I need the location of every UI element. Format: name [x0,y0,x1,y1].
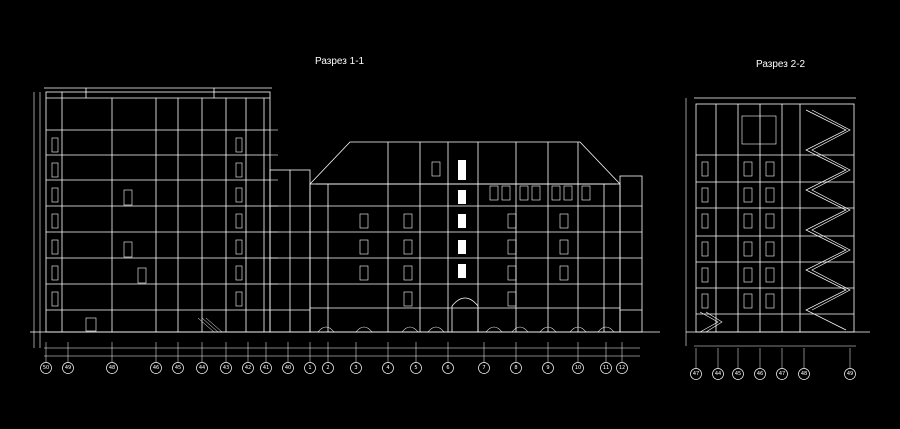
axis-label: 42 [245,365,251,371]
left-building-block [44,87,278,333]
axis-bubble [510,362,522,374]
axis-bubble [40,362,52,374]
axis-label: 2 [326,365,329,371]
axis-label: 4 [386,365,389,371]
axis-label: 11 [603,365,609,371]
axis-bubble [260,362,272,374]
section-1-1 [30,87,660,357]
axis-bubble [572,362,584,374]
axis-bubble [382,362,394,374]
axis-bubble [616,362,628,374]
axis-bubble [196,362,208,374]
axis-bubble [542,362,554,374]
axis-label: 45 [735,371,741,377]
axis-bubble [410,362,422,374]
axis-label: 46 [757,371,763,377]
axis-label: 5 [414,365,417,371]
section-2-2-axis-markers: 47 44 45 46 47 48 49 [690,348,856,380]
axis-bubble [776,368,788,380]
axis-label: 48 [801,371,807,377]
axis-label: 49 [847,371,853,377]
axis-label: 7 [482,365,485,371]
axis-label: 49 [65,365,71,371]
axis-bubble [282,362,294,374]
axis-bubble [798,368,810,380]
axis-label: 47 [693,371,699,377]
axis-bubble [754,368,766,380]
axis-label: 10 [575,365,581,371]
axis-bubble [478,362,490,374]
axis-bubble [322,362,334,374]
axis-bubble [220,362,232,374]
axis-bubble [304,362,316,374]
staircase [805,109,851,331]
axis-label: 45 [175,365,181,371]
axis-label: 40 [285,365,291,371]
axis-label: 6 [446,365,449,371]
axis-bubble [150,362,162,374]
axis-label: 9 [546,365,549,371]
axis-label: 44 [199,365,205,371]
axis-label: 44 [715,371,721,377]
axis-label: 1 [308,365,311,371]
axis-bubble [350,362,362,374]
right-building-block [309,141,643,333]
section-1-1-title: Разрез 1-1 [315,56,365,67]
axis-label: 12 [619,365,625,371]
axis-bubble [242,362,254,374]
axis-bubble [442,362,454,374]
section-2-2-title: Разрез 2-2 [756,59,806,70]
axis-label: 43 [223,365,229,371]
axis-label: 41 [263,365,269,371]
axis-bubble [600,362,612,374]
axis-label: 50 [43,365,49,371]
axis-bubble [844,368,856,380]
axis-bubble [712,368,724,380]
axis-bubble [732,368,744,380]
axis-bubble [62,362,74,374]
axis-bubble [172,362,184,374]
axis-label: 48 [109,365,115,371]
axis-bubble [690,368,702,380]
axis-label: 47 [779,371,785,377]
section-2-2 [685,97,870,347]
axis-label: 3 [354,365,357,371]
axis-bubble [106,362,118,374]
axis-label: 46 [153,365,159,371]
axis-label: 8 [514,365,517,371]
